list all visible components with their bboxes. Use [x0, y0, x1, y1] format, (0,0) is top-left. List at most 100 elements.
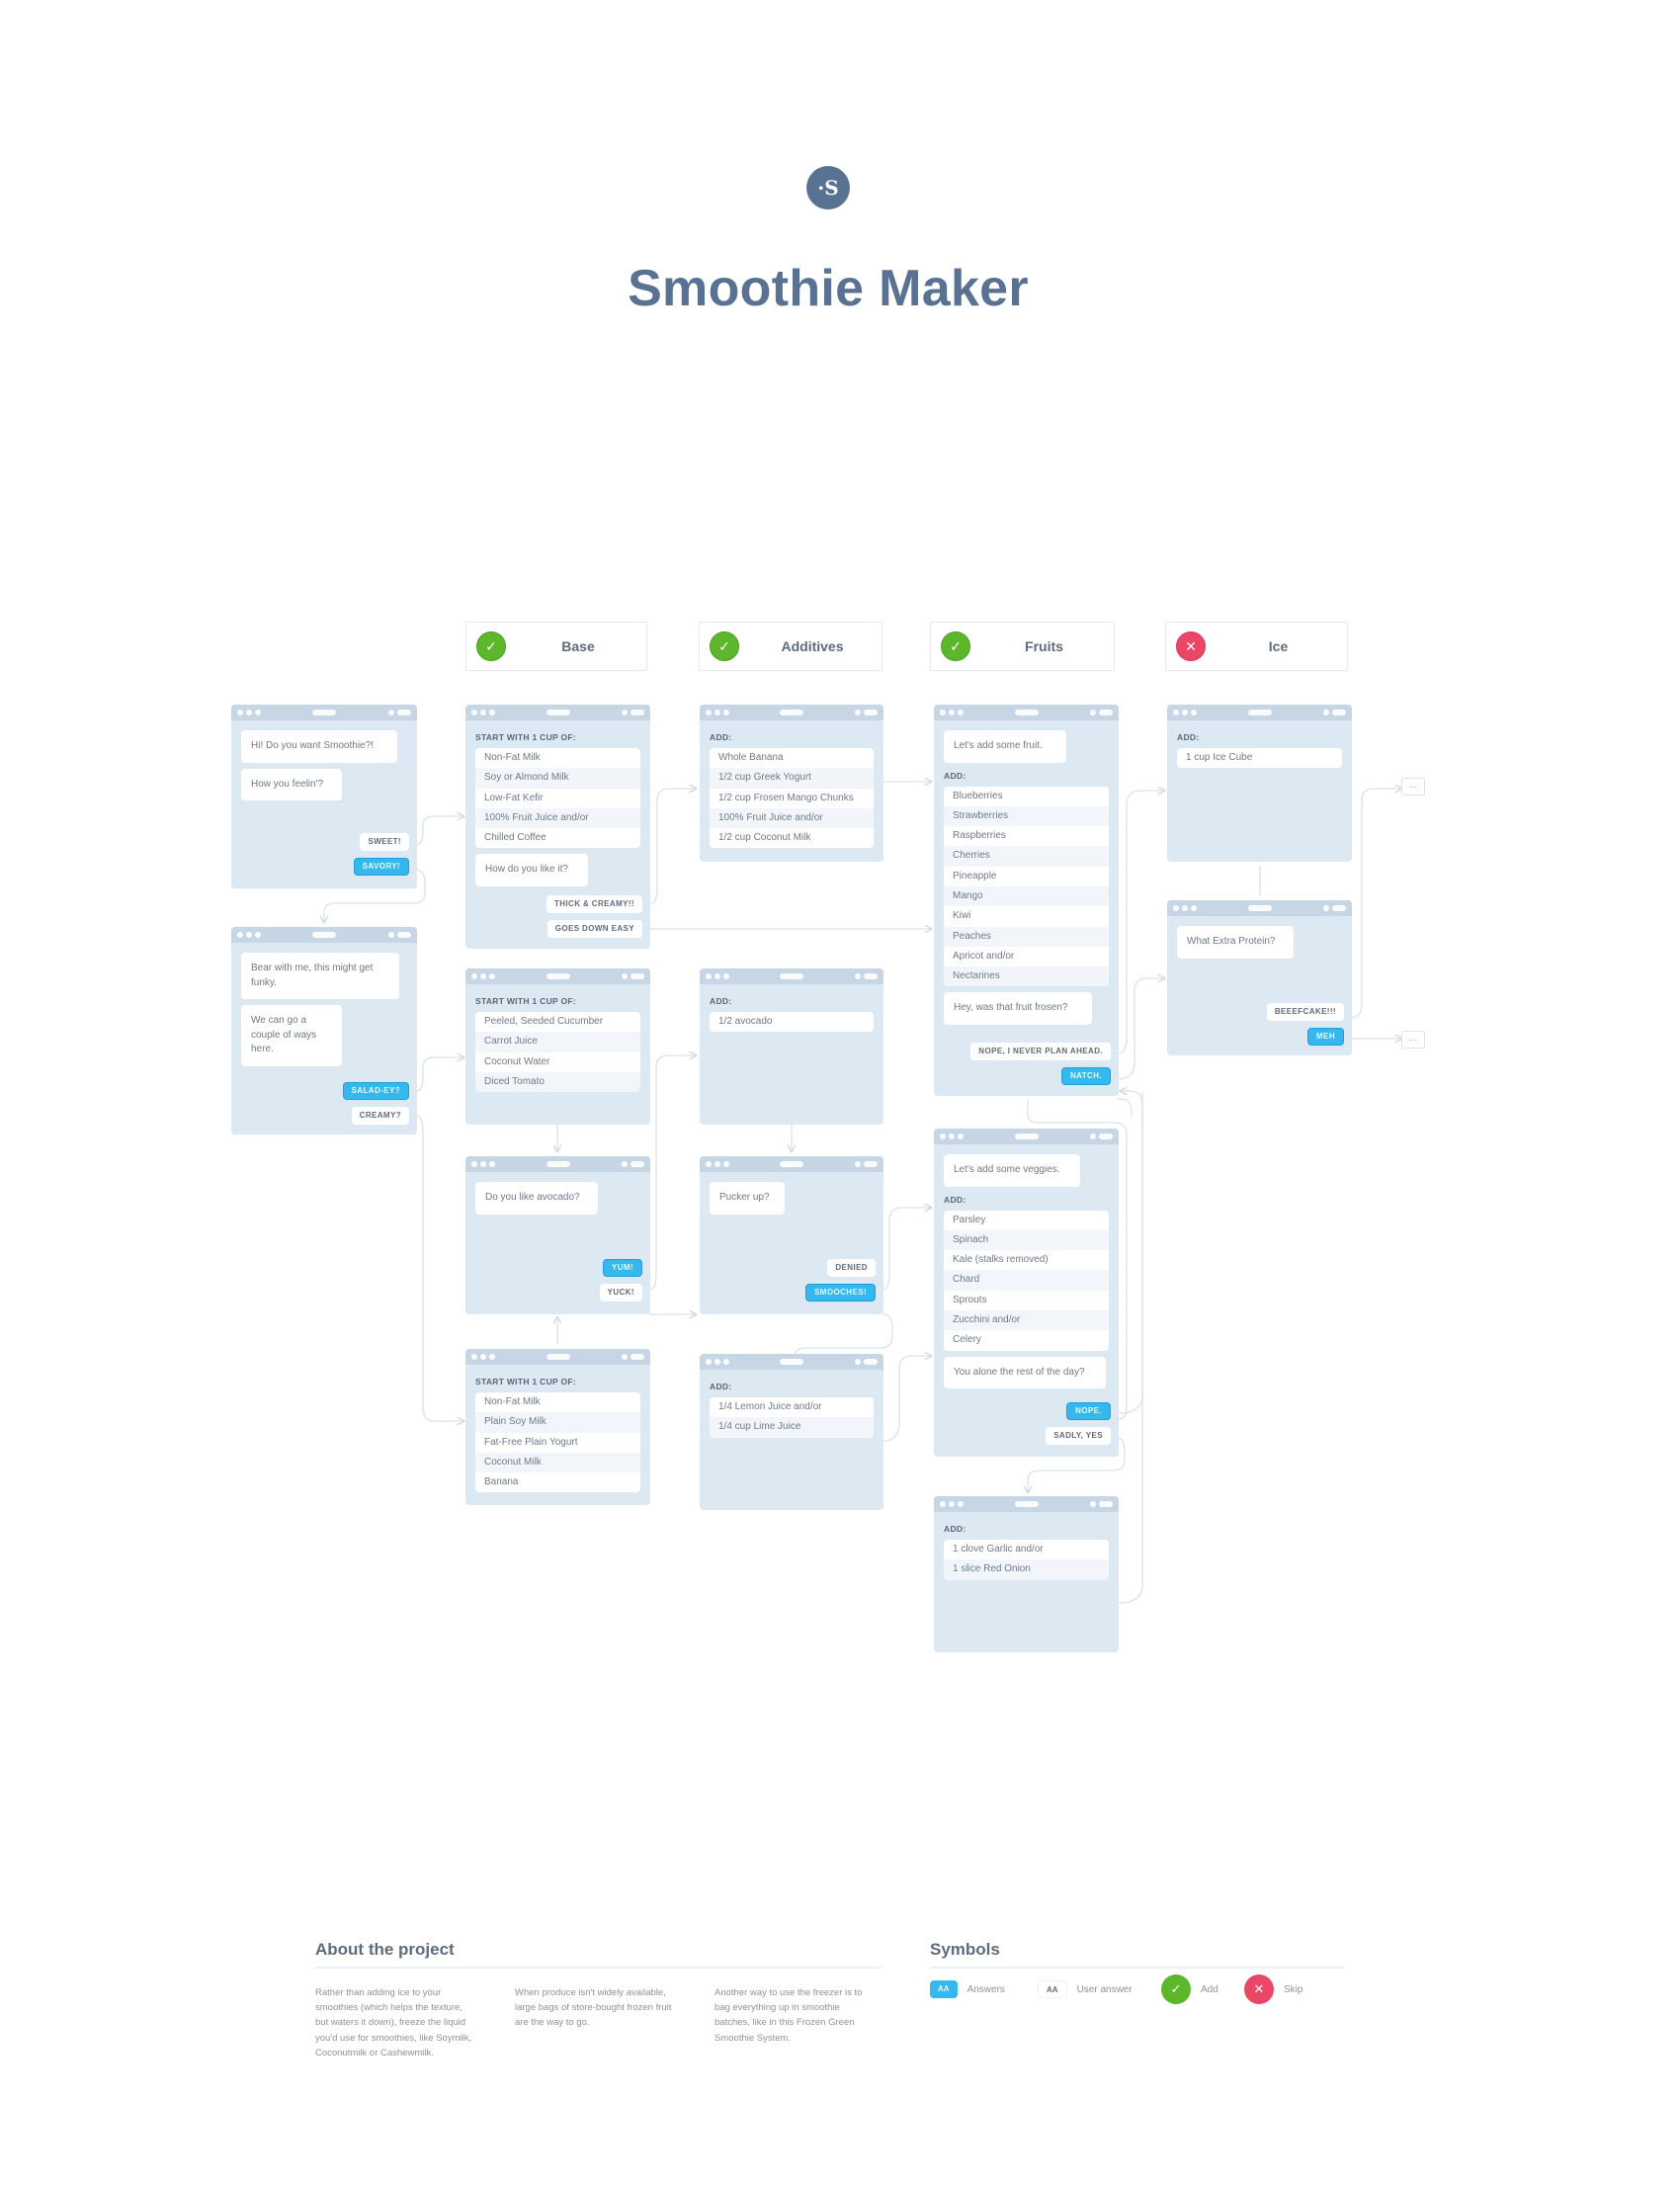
- window-titlebar: [700, 968, 883, 984]
- panel-garlic: ADD: 1 clove Garlic and/or 1 slice Red O…: [934, 1496, 1119, 1652]
- ingredient-list: 1/4 Lemon Juice and/or 1/4 cup Lime Juic…: [710, 1397, 874, 1438]
- list-item[interactable]: Peeled, Seeded Cucumber: [484, 1016, 604, 1027]
- list-item[interactable]: Carrot Juice: [475, 1032, 640, 1052]
- panel-base-creamy: START WITH 1 CUP OF: Non-Fat Milk Plain …: [465, 1349, 650, 1505]
- list-item[interactable]: Mango: [944, 885, 1109, 907]
- list-item[interactable]: Peaches: [944, 926, 1109, 947]
- list-item[interactable]: Blueberries: [953, 790, 1003, 801]
- list-item[interactable]: Whole Banana: [718, 752, 784, 763]
- section-label: START WITH 1 CUP OF:: [475, 732, 577, 742]
- answer-sadly-yes[interactable]: SADLY, YES: [1046, 1427, 1111, 1445]
- legend-label: User answer: [1076, 1983, 1133, 1995]
- list-item[interactable]: Banana: [484, 1476, 519, 1488]
- window-titlebar: [465, 1349, 650, 1365]
- divider: [930, 1967, 1345, 1969]
- answer-sweet[interactable]: SWEET!: [360, 833, 409, 851]
- list-item[interactable]: Parsley: [953, 1214, 986, 1225]
- section-label: ADD:: [944, 1194, 966, 1205]
- list-item[interactable]: Celery: [953, 1334, 981, 1346]
- list-item[interactable]: 1 cup Ice Cube: [1186, 752, 1253, 763]
- bot-message: How you feelin'?: [241, 768, 342, 800]
- check-icon: ✓: [1161, 1975, 1191, 2004]
- list-item[interactable]: Spinach: [944, 1229, 1109, 1251]
- list-item[interactable]: Non-Fat Milk: [484, 1396, 541, 1407]
- answer-salad-ey[interactable]: SALAD-EY?: [342, 1082, 409, 1100]
- list-item[interactable]: Nectarines: [944, 966, 1109, 987]
- panel-fruits-main: Let's add some fruit. ADD: Blueberries S…: [934, 705, 1119, 1096]
- list-item[interactable]: Plain Soy Milk: [475, 1412, 640, 1433]
- list-item[interactable]: 1/2 cup Frosen Mango Chunks: [718, 792, 854, 803]
- list-item[interactable]: Non-Fat Milk: [484, 752, 541, 763]
- list-item[interactable]: Cherries: [944, 846, 1109, 867]
- section-label: ADD:: [710, 732, 732, 742]
- section-label: ADD:: [710, 996, 732, 1006]
- category-ice[interactable]: ✕ Ice: [1165, 622, 1348, 671]
- list-item[interactable]: 1/2 cup Greek Yogurt: [710, 768, 874, 789]
- list-item[interactable]: Kale (stalks removed): [953, 1254, 1049, 1266]
- panel-avocado-question: Do you like avocado? YUM! YUCK!: [465, 1156, 650, 1314]
- legend-label: Skip: [1284, 1983, 1303, 1995]
- answer-natch[interactable]: NATCH.: [1060, 1067, 1111, 1085]
- section-label: ADD:: [944, 1524, 966, 1534]
- list-item[interactable]: Coconut Milk: [475, 1452, 640, 1473]
- list-item[interactable]: Sprouts: [953, 1294, 987, 1305]
- section-label: ADD:: [1177, 732, 1200, 742]
- answer-denied[interactable]: DENIED: [827, 1259, 876, 1277]
- window-titlebar: [465, 705, 650, 720]
- list-item[interactable]: Coconut Water: [484, 1055, 550, 1067]
- category-fruits[interactable]: ✓ Fruits: [930, 622, 1115, 671]
- list-item[interactable]: Strawberries: [944, 805, 1109, 827]
- list-item[interactable]: Diced Tomato: [475, 1071, 640, 1093]
- list-item[interactable]: 1/2 avocado: [718, 1016, 773, 1027]
- answer-beeefcake[interactable]: BEEEFCAKE!!!: [1266, 1003, 1344, 1021]
- category-additives[interactable]: ✓ Additives: [699, 622, 882, 671]
- list-item[interactable]: 100% Fruit Juice and/or: [710, 807, 874, 829]
- list-item[interactable]: 1 clove Garlic and/or: [953, 1544, 1044, 1555]
- list-item[interactable]: Fat-Free Plain Yogurt: [484, 1436, 578, 1448]
- bot-message: We can go a couple of ways here.: [241, 1005, 342, 1066]
- answer-nope-never-plan[interactable]: NOPE, I NEVER PLAN AHEAD.: [970, 1043, 1111, 1060]
- divider: [315, 1967, 882, 1969]
- answer-goes-down-easy[interactable]: GOES DOWN EASY: [546, 920, 642, 938]
- list-item[interactable]: Zucchini and/or: [944, 1309, 1109, 1331]
- continue-node[interactable]: ...: [1401, 778, 1425, 796]
- window-titlebar: [934, 1129, 1119, 1144]
- legend-label: Add: [1201, 1983, 1218, 1995]
- answer-thick-creamy[interactable]: THICK & CREAMY!!: [546, 895, 642, 913]
- ingredient-list: Parsley Spinach Kale (stalks removed) Ch…: [944, 1210, 1109, 1351]
- list-item[interactable]: Soy or Almond Milk: [475, 768, 640, 789]
- answer-yum[interactable]: YUM!: [602, 1259, 642, 1277]
- list-item[interactable]: 100% Fruit Juice and/or: [475, 807, 640, 829]
- answer-nope[interactable]: NOPE.: [1066, 1402, 1111, 1420]
- window-titlebar: [231, 705, 417, 720]
- list-item[interactable]: Pineapple: [953, 870, 997, 882]
- continue-node[interactable]: ...: [1401, 1031, 1425, 1049]
- list-item[interactable]: 1/4 Lemon Juice and/or: [718, 1401, 822, 1412]
- about-paragraph: When produce isn't widely available, lar…: [515, 1987, 672, 2029]
- about-heading: About the project: [315, 1940, 455, 1959]
- category-label: Additives: [781, 638, 844, 654]
- bot-message: What Extra Protein?: [1177, 926, 1294, 959]
- section-label: ADD:: [944, 770, 966, 781]
- check-icon: ✓: [941, 631, 970, 661]
- symbols-heading: Symbols: [930, 1940, 1000, 1959]
- list-item[interactable]: Chilled Coffee: [484, 832, 546, 844]
- list-item[interactable]: Low-Fat Kefir: [484, 792, 544, 803]
- list-item[interactable]: 1 slice Red Onion: [944, 1559, 1109, 1580]
- list-item[interactable]: Apricot and/or: [953, 950, 1015, 962]
- answer-yuck[interactable]: YUCK!: [599, 1284, 642, 1302]
- category-label: Fruits: [1025, 638, 1063, 654]
- answer-smooches[interactable]: SMOOCHES!: [805, 1284, 876, 1302]
- answer-savory[interactable]: SAVORY!: [353, 858, 409, 876]
- legend-answers: AA Answers: [930, 1980, 1005, 1998]
- list-item[interactable]: Kiwi: [953, 910, 971, 922]
- list-item[interactable]: 1/4 cup Lime Juice: [710, 1417, 874, 1438]
- list-item[interactable]: 1/2 cup Coconut Milk: [718, 832, 811, 844]
- answer-meh[interactable]: MEH: [1307, 1028, 1344, 1046]
- answer-creamy[interactable]: CREAMY?: [351, 1107, 409, 1125]
- list-item[interactable]: Raspberries: [953, 830, 1006, 842]
- category-base[interactable]: ✓ Base: [465, 622, 647, 671]
- bot-message: Let's add some veggies.: [944, 1154, 1080, 1187]
- list-item[interactable]: Chard: [944, 1270, 1109, 1291]
- panel-base-salad: START WITH 1 CUP OF: Peeled, Seeded Cucu…: [465, 968, 650, 1125]
